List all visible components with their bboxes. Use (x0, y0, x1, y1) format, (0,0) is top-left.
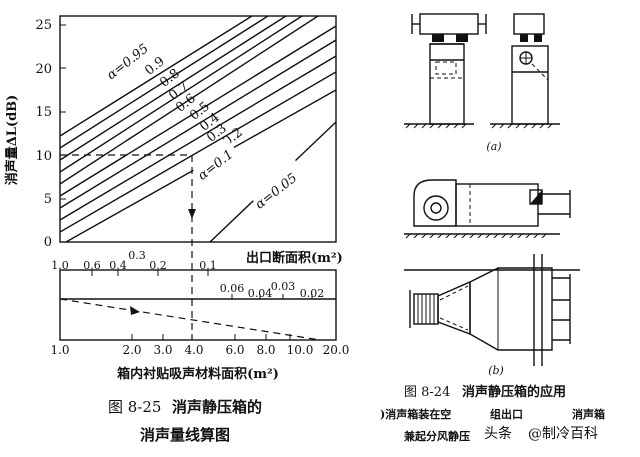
example-diagonal (59, 298, 321, 341)
upper-scale-0.02: 0.02 (300, 287, 325, 300)
alpha-line-0.5 (60, 25, 336, 197)
alpha-line-0.95 (60, 16, 253, 137)
caption-right-fig-no: 图 8-24 (404, 385, 450, 400)
example-arrow-right (130, 306, 140, 315)
y-tick-marks (60, 24, 66, 200)
lower-scale-frame (59, 269, 337, 341)
caption-left-line2: 消声量线算图 (140, 426, 230, 444)
example-path (59, 154, 321, 341)
y-tick-labels: 0 5 10 15 20 25 (35, 18, 52, 250)
caption-right-line2-c: 消声箱 (572, 407, 605, 421)
upper-plot-frame (59, 15, 337, 243)
muffler-box-side (513, 13, 545, 35)
upper-scale-0.04: 0.04 (248, 287, 273, 300)
y-tick-5: 5 (44, 192, 52, 207)
alpha-line-0.4 (60, 39, 336, 209)
muffler-box-front (419, 13, 479, 35)
caption-left-fig-no: 图 8-25 (108, 398, 161, 416)
bottom-tick-3.0: 3.0 (153, 343, 172, 357)
diagram-b: (b) (404, 254, 580, 377)
caption-right-line2-b: 组出口 (490, 407, 523, 421)
alpha-line-0.6 (60, 16, 319, 185)
caption-right: 图 8-24 消声静压箱的应用 )消声箱装在空 组出口 消声箱 兼起分风静压 (380, 384, 605, 443)
y-tick-15: 15 (35, 105, 52, 120)
upper-scale-labels: 1.0 0.6 0.4 0.3 0.2 0.1 0.06 0.04 0.03 0… (51, 249, 324, 300)
static-pressure-box-b (469, 267, 553, 351)
unit-body-mid (455, 183, 539, 227)
alpha-labels: α=0.95 0.9 0.8 0.7 0.6 0.5 0.4 0.3 0.2 α… (97, 37, 305, 213)
x-axis-label: 出口断面积(m²) (246, 250, 343, 266)
caption-left: 图 8-25 消声静压箱的 消声量线算图 (108, 398, 262, 444)
upper-scale-0.1: 0.1 (199, 259, 217, 272)
ac-unit-side (511, 45, 549, 125)
bottom-tick-8.0: 8.0 (256, 343, 275, 357)
transition-duct-b (437, 280, 471, 336)
upper-scale-0.3: 0.3 (128, 249, 146, 262)
ac-unit-front (429, 43, 465, 125)
caption-right-line2-a: )消声箱装在空 (380, 407, 451, 421)
upper-scale-0.4: 0.4 (109, 259, 127, 272)
diagram-middle (404, 179, 571, 239)
label-b: (b) (488, 364, 504, 377)
watermark-account: @制冷百科 (528, 426, 598, 442)
caption-left-line1: 消声静压箱的 (172, 398, 262, 416)
y-tick-0: 0 (44, 235, 52, 250)
caption-right-line3: 兼起分风静压 (404, 429, 470, 443)
upper-scale-ticks (59, 270, 313, 299)
upper-scale-0.03: 0.03 (271, 280, 296, 293)
bottom-tick-10.0: 10.0 (287, 343, 314, 357)
alpha-line-0.3 (60, 55, 336, 221)
bottom-tick-20.0: 20.0 (323, 343, 350, 357)
upper-scale-0.06: 0.06 (220, 282, 245, 295)
alpha-lines (60, 16, 336, 242)
watermark-brand: 头条 (484, 425, 512, 442)
label-a: (a) (486, 140, 501, 153)
fan-housing (413, 179, 457, 227)
nomogram: 消声量ΔL(dB) 0 5 10 15 20 25 (4, 15, 349, 382)
bottom-axis-label: 箱内衬贴吸声材料面积(m²) (117, 366, 279, 382)
bottom-tick-6.0: 6.0 (225, 343, 244, 357)
y-tick-10: 10 (35, 149, 52, 164)
bottom-tick-2.0: 2.0 (122, 343, 141, 357)
bottom-axis-labels: 1.0 2.0 3.0 4.0 6.0 8.0 10.0 20.0 (50, 343, 349, 357)
floor-hatch-mid (405, 233, 547, 239)
watermark: 头条 @制冷百科 (484, 425, 598, 442)
bottom-tick-1.0: 1.0 (50, 343, 69, 357)
alpha-line-0.2 (60, 71, 336, 233)
caption-right-title: 消声静压箱的应用 (462, 384, 566, 400)
y-tick-25: 25 (35, 18, 52, 33)
alpha-line-0.7 (60, 16, 303, 173)
upper-scale-1.0: 1.0 (51, 259, 69, 272)
bottom-axis-ticks (59, 334, 337, 340)
fan-wheel (423, 195, 449, 221)
example-arrow-down (188, 209, 196, 219)
upper-scale-0.6: 0.6 (83, 259, 101, 272)
alpha-line-0.9 (60, 16, 269, 149)
upper-scale-0.2: 0.2 (149, 259, 167, 272)
y-tick-20: 20 (35, 62, 52, 77)
y-axis-label: 消声量ΔL(dB) (4, 95, 20, 186)
alpha-line-0.8 (60, 16, 287, 161)
diagram-a: (a) (404, 13, 560, 153)
bottom-tick-4.0: 4.0 (184, 343, 203, 357)
